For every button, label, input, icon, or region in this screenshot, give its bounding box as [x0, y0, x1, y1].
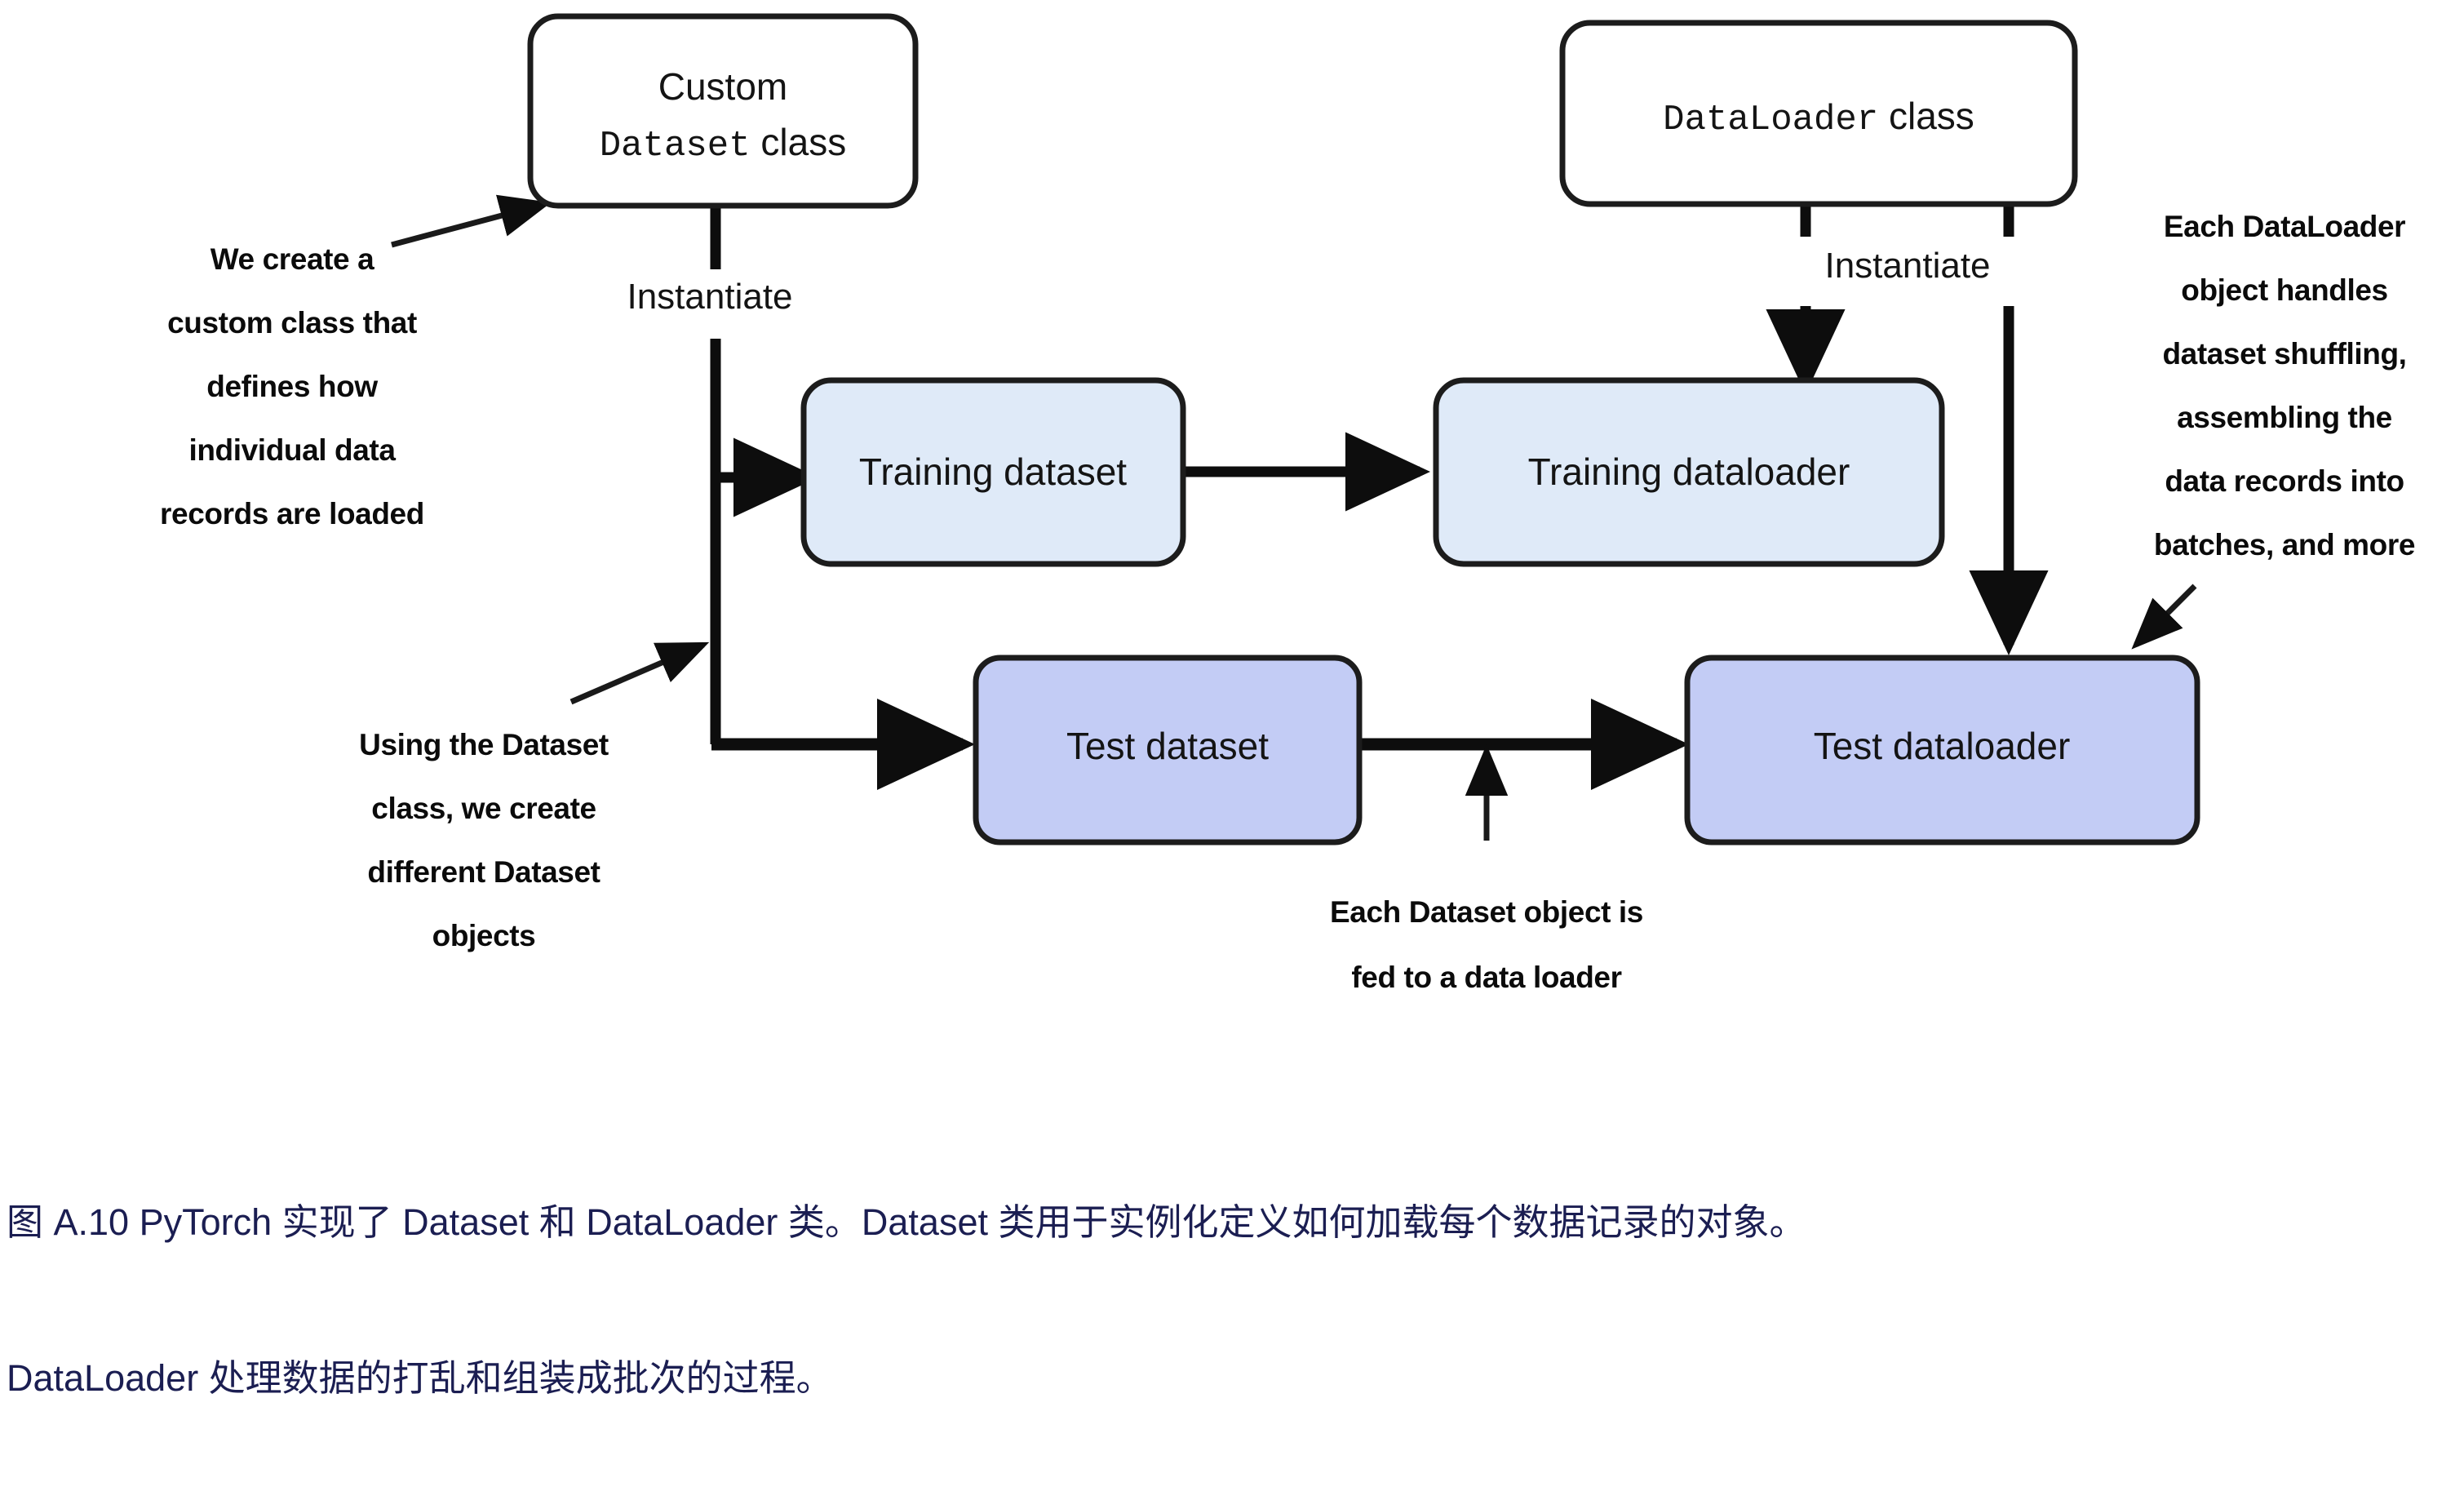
annotation-top-left-line-2: defines how — [206, 370, 378, 403]
pointer-top-left-annotation — [391, 194, 552, 248]
annotation-bottom-left-line-0: Using the Dataset — [359, 728, 609, 761]
node-training-dataloader[interactable]: Training dataloader — [1433, 377, 1945, 567]
annotation-top-left: We create a custom class that defines ho… — [160, 242, 424, 530]
annotation-right-line-3: assembling the — [2177, 401, 2392, 434]
custom-dataset-class-tail: class — [751, 121, 847, 163]
figure-caption-line-2: DataLoader 处理数据的打乱和组装成批次的过程。 — [7, 1357, 833, 1400]
dataset-dataloader-diagram: Custom Dataset class DataLoader class Tr… — [160, 13, 2416, 994]
figure-caption-line-1: 图 A.10 PyTorch 实现了 Dataset 和 DataLoader … — [7, 1201, 1806, 1243]
annotation-top-left-line-0: We create a — [211, 242, 374, 276]
annotation-bottom-left: Using the Dataset class, we create diffe… — [359, 728, 609, 952]
training-dataset-label: Training dataset — [859, 450, 1127, 493]
annotation-bottom-center-line-0: Each Dataset object is — [1330, 895, 1643, 929]
edge-label-instantiate-left: Instantiate — [627, 277, 792, 317]
annotation-right-line-4: data records into — [2165, 464, 2404, 498]
pointer-right-annotation — [2131, 584, 2197, 650]
node-test-dataset[interactable]: Test dataset — [973, 655, 1363, 845]
test-dataset-label: Test dataset — [1066, 725, 1269, 767]
edge-label-instantiate-right: Instantiate — [1824, 246, 1990, 286]
figure-caption: 图 A.10 PyTorch 实现了 Dataset 和 DataLoader … — [7, 1092, 2438, 1509]
dataloader-class-tail: class — [1878, 95, 1974, 137]
training-dataloader-label: Training dataloader — [1528, 450, 1850, 493]
annotation-right-line-2: dataset shuffling, — [2162, 337, 2406, 371]
node-training-dataset[interactable]: Training dataset — [800, 377, 1186, 567]
dataloader-class-mono: DataLoader — [1663, 100, 1878, 140]
annotation-right: Each DataLoader object handles dataset s… — [2154, 210, 2416, 561]
figure-page: Custom Dataset class DataLoader class Tr… — [7, 13, 2416, 1400]
node-custom-dataset-class[interactable]: Custom Dataset class — [527, 13, 919, 209]
annotation-bottom-left-line-2: different Dataset — [367, 855, 600, 889]
node-dataloader-class[interactable]: DataLoader class — [1559, 20, 2078, 207]
annotation-top-left-line-4: records are loaded — [160, 497, 424, 530]
annotation-bottom-left-line-1: class, we create — [371, 792, 596, 825]
annotation-bottom-center-line-1: fed to a data loader — [1351, 961, 1621, 994]
custom-dataset-class-mono: Dataset — [600, 126, 751, 166]
node-test-dataloader[interactable]: Test dataloader — [1684, 655, 2200, 845]
dataloader-class-text: DataLoader class — [1663, 95, 1974, 140]
annotation-right-line-5: batches, and more — [2154, 528, 2415, 561]
annotation-top-left-line-3: individual data — [188, 433, 396, 467]
custom-dataset-class-line1: Custom — [658, 65, 787, 108]
pointer-bottom-left-annotation — [569, 641, 710, 705]
annotation-bottom-left-line-3: objects — [432, 919, 536, 952]
connector-instantiate-left — [710, 204, 975, 790]
annotation-right-line-1: object handles — [2181, 273, 2387, 307]
test-dataloader-label: Test dataloader — [1814, 725, 2071, 767]
annotation-right-line-0: Each DataLoader — [2164, 210, 2405, 243]
custom-dataset-class-line2: Dataset class — [600, 121, 846, 166]
annotation-bottom-center: Each Dataset object is fed to a data loa… — [1330, 895, 1643, 994]
annotation-top-left-line-1: custom class that — [167, 306, 417, 340]
